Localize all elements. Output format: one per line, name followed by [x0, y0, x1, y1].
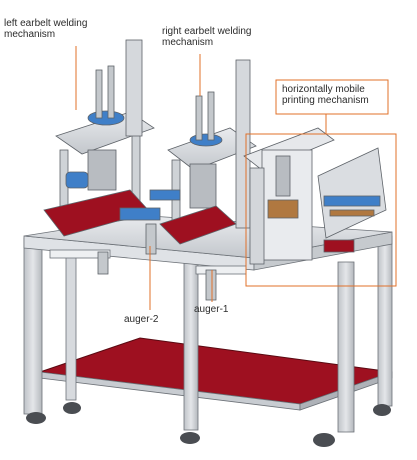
printing-mechanism [243, 127, 387, 265]
auger-2-label-text: auger-2 [124, 314, 159, 325]
auger-1-label-text: auger-1 [194, 304, 229, 315]
left-welding-label-line1: left earbelt welding [4, 18, 88, 29]
left-welding-label: left earbelt welding mechanism [4, 18, 87, 40]
auger-2-label: auger-2 [124, 314, 158, 325]
right-welding-label: right earbelt welding mechanism [162, 26, 252, 48]
auger-1-label: auger-1 [194, 304, 228, 315]
printing-label-line1: horizontally mobile [282, 84, 365, 95]
callout-frames [245, 79, 397, 287]
printing-label-line2: printing mechanism [282, 95, 369, 106]
right-welding-label-line2: mechanism [162, 37, 214, 48]
left-welding-label-line2: mechanism [4, 29, 56, 40]
augers [97, 223, 217, 301]
casters [26, 402, 391, 447]
left-welding-station [43, 39, 161, 237]
right-welding-station [149, 59, 257, 245]
right-welding-label-line1: right earbelt welding [162, 26, 252, 37]
printing-label: horizontally mobile printing mechanism [282, 84, 369, 106]
callout-lines [75, 46, 327, 310]
